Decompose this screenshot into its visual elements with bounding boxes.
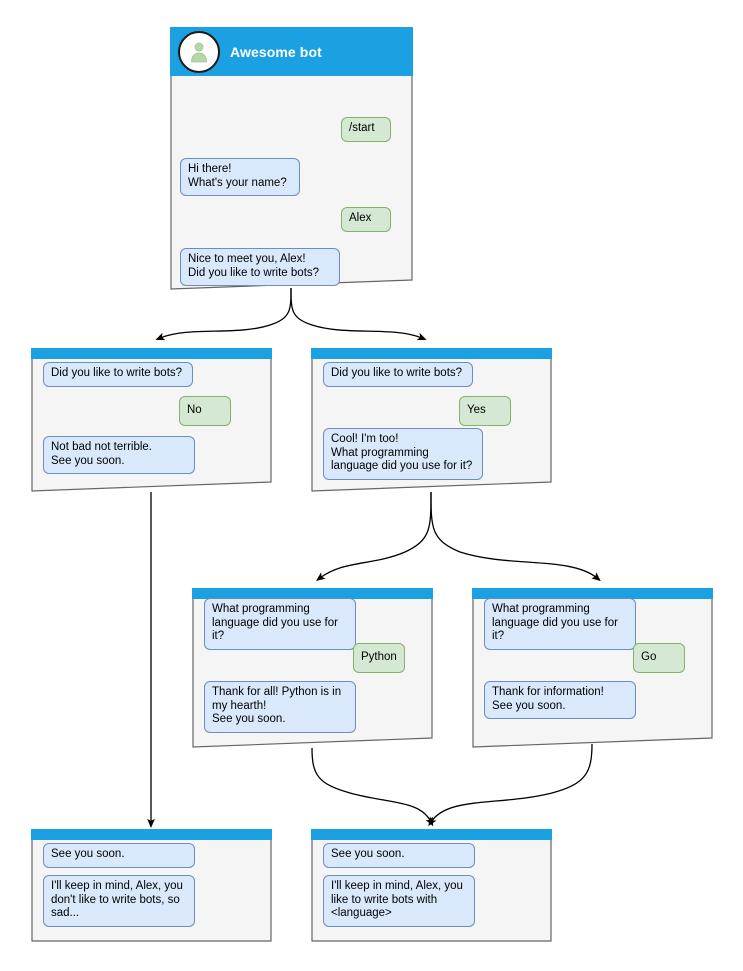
card-header-language-python <box>192 588 433 599</box>
bot-bubble-see-you-soon[interactable]: See you soon. <box>323 843 475 868</box>
chat-card-language-go[interactable]: What programming language did you use fo… <box>472 588 713 748</box>
chat-card-end-happy[interactable]: See you soon. I'll keep in mind, Alex, y… <box>311 829 552 942</box>
card-header-end-sad <box>31 829 272 840</box>
bot-bubble-q-language[interactable]: What programming language did you use fo… <box>484 598 636 650</box>
edge-start-to-yes <box>290 287 427 341</box>
user-bubble-start-command[interactable]: /start <box>341 117 391 142</box>
edge-python-to-end-happy <box>311 747 434 827</box>
user-bubble-answer-yes[interactable]: Yes <box>459 396 511 426</box>
bot-bubble-q-like-bots[interactable]: Did you like to write bots? <box>43 362 193 387</box>
bot-bubble-keep-in-mind-happy[interactable]: I'll keep in mind, Alex, you like to wri… <box>323 875 475 927</box>
bot-bubble-thanks-info[interactable]: Thank for information! See you soon. <box>484 681 636 720</box>
bot-name-title: Awesome bot <box>230 43 322 60</box>
bot-bubble-q-language[interactable]: What programming language did you use fo… <box>204 598 356 650</box>
bot-bubble-thanks-python[interactable]: Thank for all! Python is in my hearth! S… <box>204 681 356 733</box>
edge-yes-to-go <box>430 491 601 582</box>
person-avatar-icon <box>178 30 220 73</box>
edge-go-to-end-happy <box>428 743 593 827</box>
edge-start-to-no <box>155 287 292 341</box>
user-bubble-answer-python[interactable]: Python <box>353 643 405 673</box>
card-header-answer-yes <box>311 348 552 359</box>
bot-bubble-cool-im-too[interactable]: Cool! I'm too! What programming language… <box>323 428 483 480</box>
user-bubble-answer-go[interactable]: Go <box>633 643 685 673</box>
bot-bubble-greeting[interactable]: Hi there! What's your name? <box>180 158 300 197</box>
chat-card-answer-yes[interactable]: Did you like to write bots? Yes Cool! I'… <box>311 348 552 492</box>
bot-bubble-not-bad[interactable]: Not bad not terrible. See you soon. <box>43 436 195 475</box>
bot-bubble-q-like-bots[interactable]: Did you like to write bots? <box>323 362 473 387</box>
user-bubble-answer-no[interactable]: No <box>179 396 231 426</box>
card-header-start: Awesome bot <box>170 27 413 76</box>
chat-card-end-sad[interactable]: See you soon. I'll keep in mind, Alex, y… <box>31 829 272 942</box>
user-bubble-name[interactable]: Alex <box>341 207 391 232</box>
card-header-end-happy <box>311 829 552 840</box>
chat-card-language-python[interactable]: What programming language did you use fo… <box>192 588 433 748</box>
chat-card-start[interactable]: Awesome bot /start Hi there! What's your… <box>170 27 413 290</box>
edge-yes-to-python <box>316 491 432 581</box>
bot-bubble-see-you-soon[interactable]: See you soon. <box>43 843 195 868</box>
bot-bubble-nice-to-meet[interactable]: Nice to meet you, Alex! Did you like to … <box>180 248 340 287</box>
card-header-language-go <box>472 588 713 599</box>
card-header-answer-no <box>31 348 272 359</box>
bot-bubble-keep-in-mind-sad[interactable]: I'll keep in mind, Alex, you don't like … <box>43 875 195 927</box>
chat-card-answer-no[interactable]: Did you like to write bots? No Not bad n… <box>31 348 272 492</box>
